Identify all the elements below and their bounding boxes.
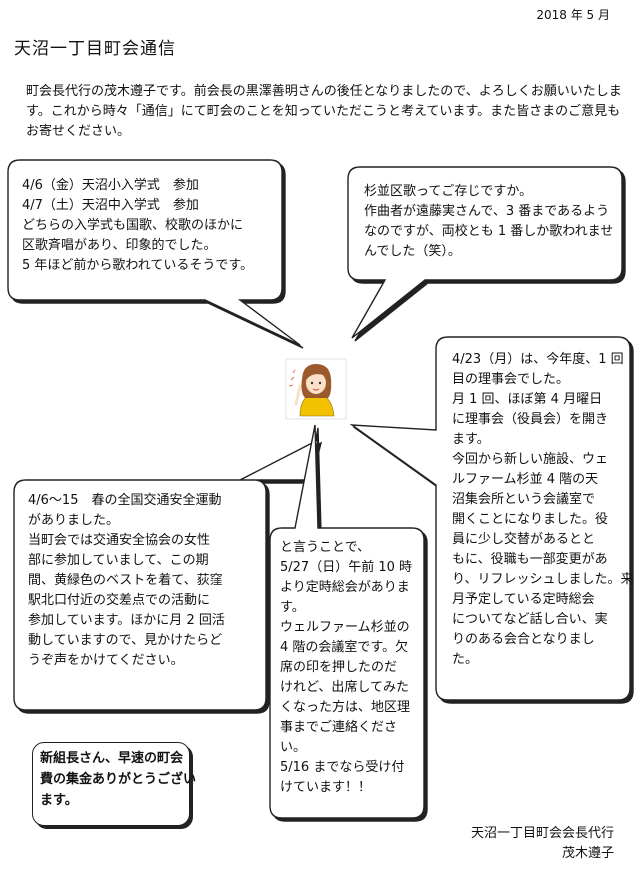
text-line: 4/7（土）天沼中入学式 参加 bbox=[22, 198, 199, 213]
text-line: 目の理事会でした。 bbox=[452, 372, 570, 387]
text-line: 作曲者が遠藤実さんで、3 番まであるよう bbox=[364, 204, 610, 219]
text-line: ウェルファーム杉並の bbox=[280, 620, 410, 635]
text-line: に理事会（役員会）を開き bbox=[452, 412, 609, 427]
text-line: 間、黄緑色のベストを着て、荻窪 bbox=[28, 573, 223, 588]
text-line: ルファーム杉並 4 階の天 bbox=[452, 472, 599, 487]
bubble-board bbox=[349, 336, 631, 701]
text-line: どちらの入学式も国歌、校歌のほかに bbox=[22, 218, 244, 233]
text-line: り、リフレッシュしました。来 bbox=[452, 572, 634, 587]
text-line: す。 bbox=[280, 600, 305, 615]
bubble-general-meeting bbox=[269, 424, 425, 819]
thank-you-note-text: 新組長さん、早速の町会 費の集金ありがとうござい ます。 bbox=[40, 748, 196, 811]
issue-date: 2018 年 5 月 bbox=[536, 8, 610, 22]
bubble-general-meeting-text: と言うことで、 5/27（日）午前 10 時 より定時総会がありま す。 ウェル… bbox=[280, 538, 412, 798]
text-line: 月 1 回、ほぼ第 4 月曜日 bbox=[452, 392, 603, 407]
text-line: んでした（笑）。 bbox=[364, 244, 461, 259]
text-line: 開くことになりました。役 bbox=[452, 512, 609, 527]
thank-you-note-box bbox=[32, 742, 190, 826]
text-line: 4/6～15 春の全国交通安全運動 bbox=[28, 493, 222, 508]
text-line: 駅北口付近の交差点での活動に bbox=[28, 593, 211, 608]
text-line: ます。 bbox=[452, 432, 490, 447]
text-line: りのある会合となりまし bbox=[452, 632, 595, 647]
text-line: い。 bbox=[280, 740, 307, 755]
text-line: 席の印を押したのだ bbox=[280, 660, 398, 675]
text-line: についてなど話し合い、実 bbox=[452, 612, 608, 627]
bubble-traffic bbox=[13, 438, 320, 711]
bubble-song-text: 杉並区歌ってご存じですか。 作曲者が遠藤実さんで、3 番まであるよう なのですが… bbox=[364, 182, 613, 262]
text-line: た。 bbox=[452, 652, 479, 667]
text-line: なのですが、両校とも 1 番しか歌われませ bbox=[364, 224, 614, 239]
text-line: 費の集金ありがとうござい bbox=[40, 772, 197, 787]
woman-illustration bbox=[285, 358, 347, 420]
text-line: ます。 bbox=[40, 793, 78, 808]
text-line: がありました。 bbox=[28, 513, 120, 528]
text-line: 4/6（金）天沼小入学式 参加 bbox=[22, 178, 199, 193]
text-line: 5 年ほど前から歌われているそうです。 bbox=[22, 258, 254, 273]
text-line: 参加しています。ほかに月 2 回活 bbox=[28, 613, 225, 628]
bubble-song bbox=[347, 166, 623, 339]
text-line: もに、役職も一部変更があ bbox=[452, 552, 608, 567]
text-line: 当町会では交通安全協会の女性 bbox=[28, 533, 211, 548]
text-line: より定時総会がありま bbox=[280, 580, 410, 595]
bubble-board-text: 4/23（月）は、今年度、1 回 目の理事会でした。 月 1 回、ほぼ第 4 月… bbox=[452, 350, 633, 670]
text-line: 4 階の会議室です。欠 bbox=[280, 640, 409, 655]
text-line: 沼集会所という会議室で bbox=[452, 492, 596, 507]
page-title: 天沼一丁目町会通信 bbox=[14, 39, 176, 59]
text-line: 新組長さん、早速の町会 bbox=[40, 751, 184, 766]
bubble-ceremony bbox=[7, 159, 301, 346]
intro-paragraph: 町会長代行の茂木遵子です。前会長の黒澤善明さんの後任となりましたので、よろしくお… bbox=[26, 84, 622, 139]
text-line: けれど、出席してみた bbox=[280, 680, 409, 695]
signature-org: 天沼一丁目町会会長代行 bbox=[470, 826, 614, 841]
text-line: 今回から新しい施設、ウェ bbox=[452, 452, 609, 467]
text-line: 員に少し交替があるとと bbox=[452, 532, 596, 547]
signature-name: 茂木遵子 bbox=[561, 846, 614, 861]
text-line: 動していますので、見かけたらど bbox=[28, 633, 223, 648]
signature: 天沼一丁目町会会長代行 茂木遵子 bbox=[471, 824, 614, 864]
text-line: 杉並区歌ってご存じですか。 bbox=[364, 184, 533, 199]
text-line: 区歌斉唱があり、印象的でした。 bbox=[22, 238, 217, 253]
text-line: けています！！ bbox=[280, 780, 372, 795]
text-line: 5/27（日）午前 10 時 bbox=[280, 560, 412, 575]
bubble-traffic-text: 4/6～15 春の全国交通安全運動 がありました。 当町会では交通安全協会の女性… bbox=[28, 491, 225, 671]
text-line: と言うことで、 bbox=[280, 540, 371, 555]
text-line: うぞ声をかけてください。 bbox=[28, 653, 184, 668]
text-line: 事までご連絡くださ bbox=[280, 720, 398, 735]
text-line: くなった方は、地区理 bbox=[280, 700, 411, 715]
text-line: 月予定している定時総会 bbox=[452, 592, 595, 607]
bubble-ceremony-text: 4/6（金）天沼小入学式 参加 4/7（土）天沼中入学式 参加 どちらの入学式も… bbox=[22, 176, 253, 276]
text-line: 5/16 までなら受け付 bbox=[280, 760, 405, 775]
text-line: 4/23（月）は、今年度、1 回 bbox=[452, 352, 624, 367]
text-line: 部に参加していまして、この期 bbox=[28, 553, 209, 568]
